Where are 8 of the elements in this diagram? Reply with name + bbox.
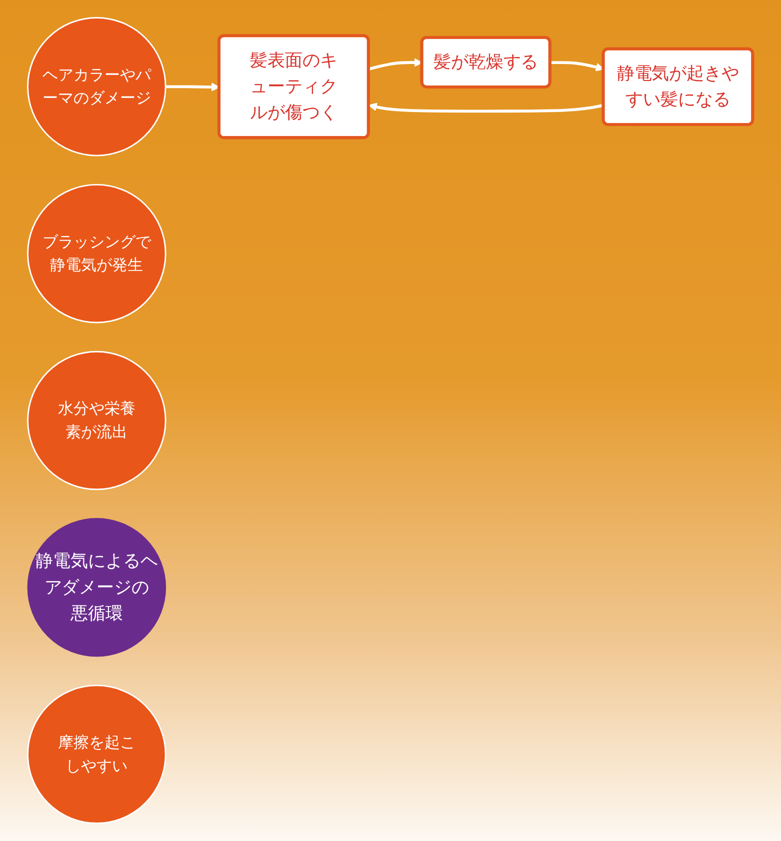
node-circle: ブラッシングで静電気が発生 [27,184,167,324]
arrow [550,61,604,72]
node-circle: ヘアカラーやパーマのダメージ [27,17,167,156]
node-circle: 水分や栄養素が流出 [27,350,167,490]
arrow [368,58,423,71]
arrow [368,102,604,113]
node-circle: 摩擦を起こしやすい [27,684,167,824]
node-circle: 静電気によるヘアダメージの 悪循環 [28,518,166,657]
